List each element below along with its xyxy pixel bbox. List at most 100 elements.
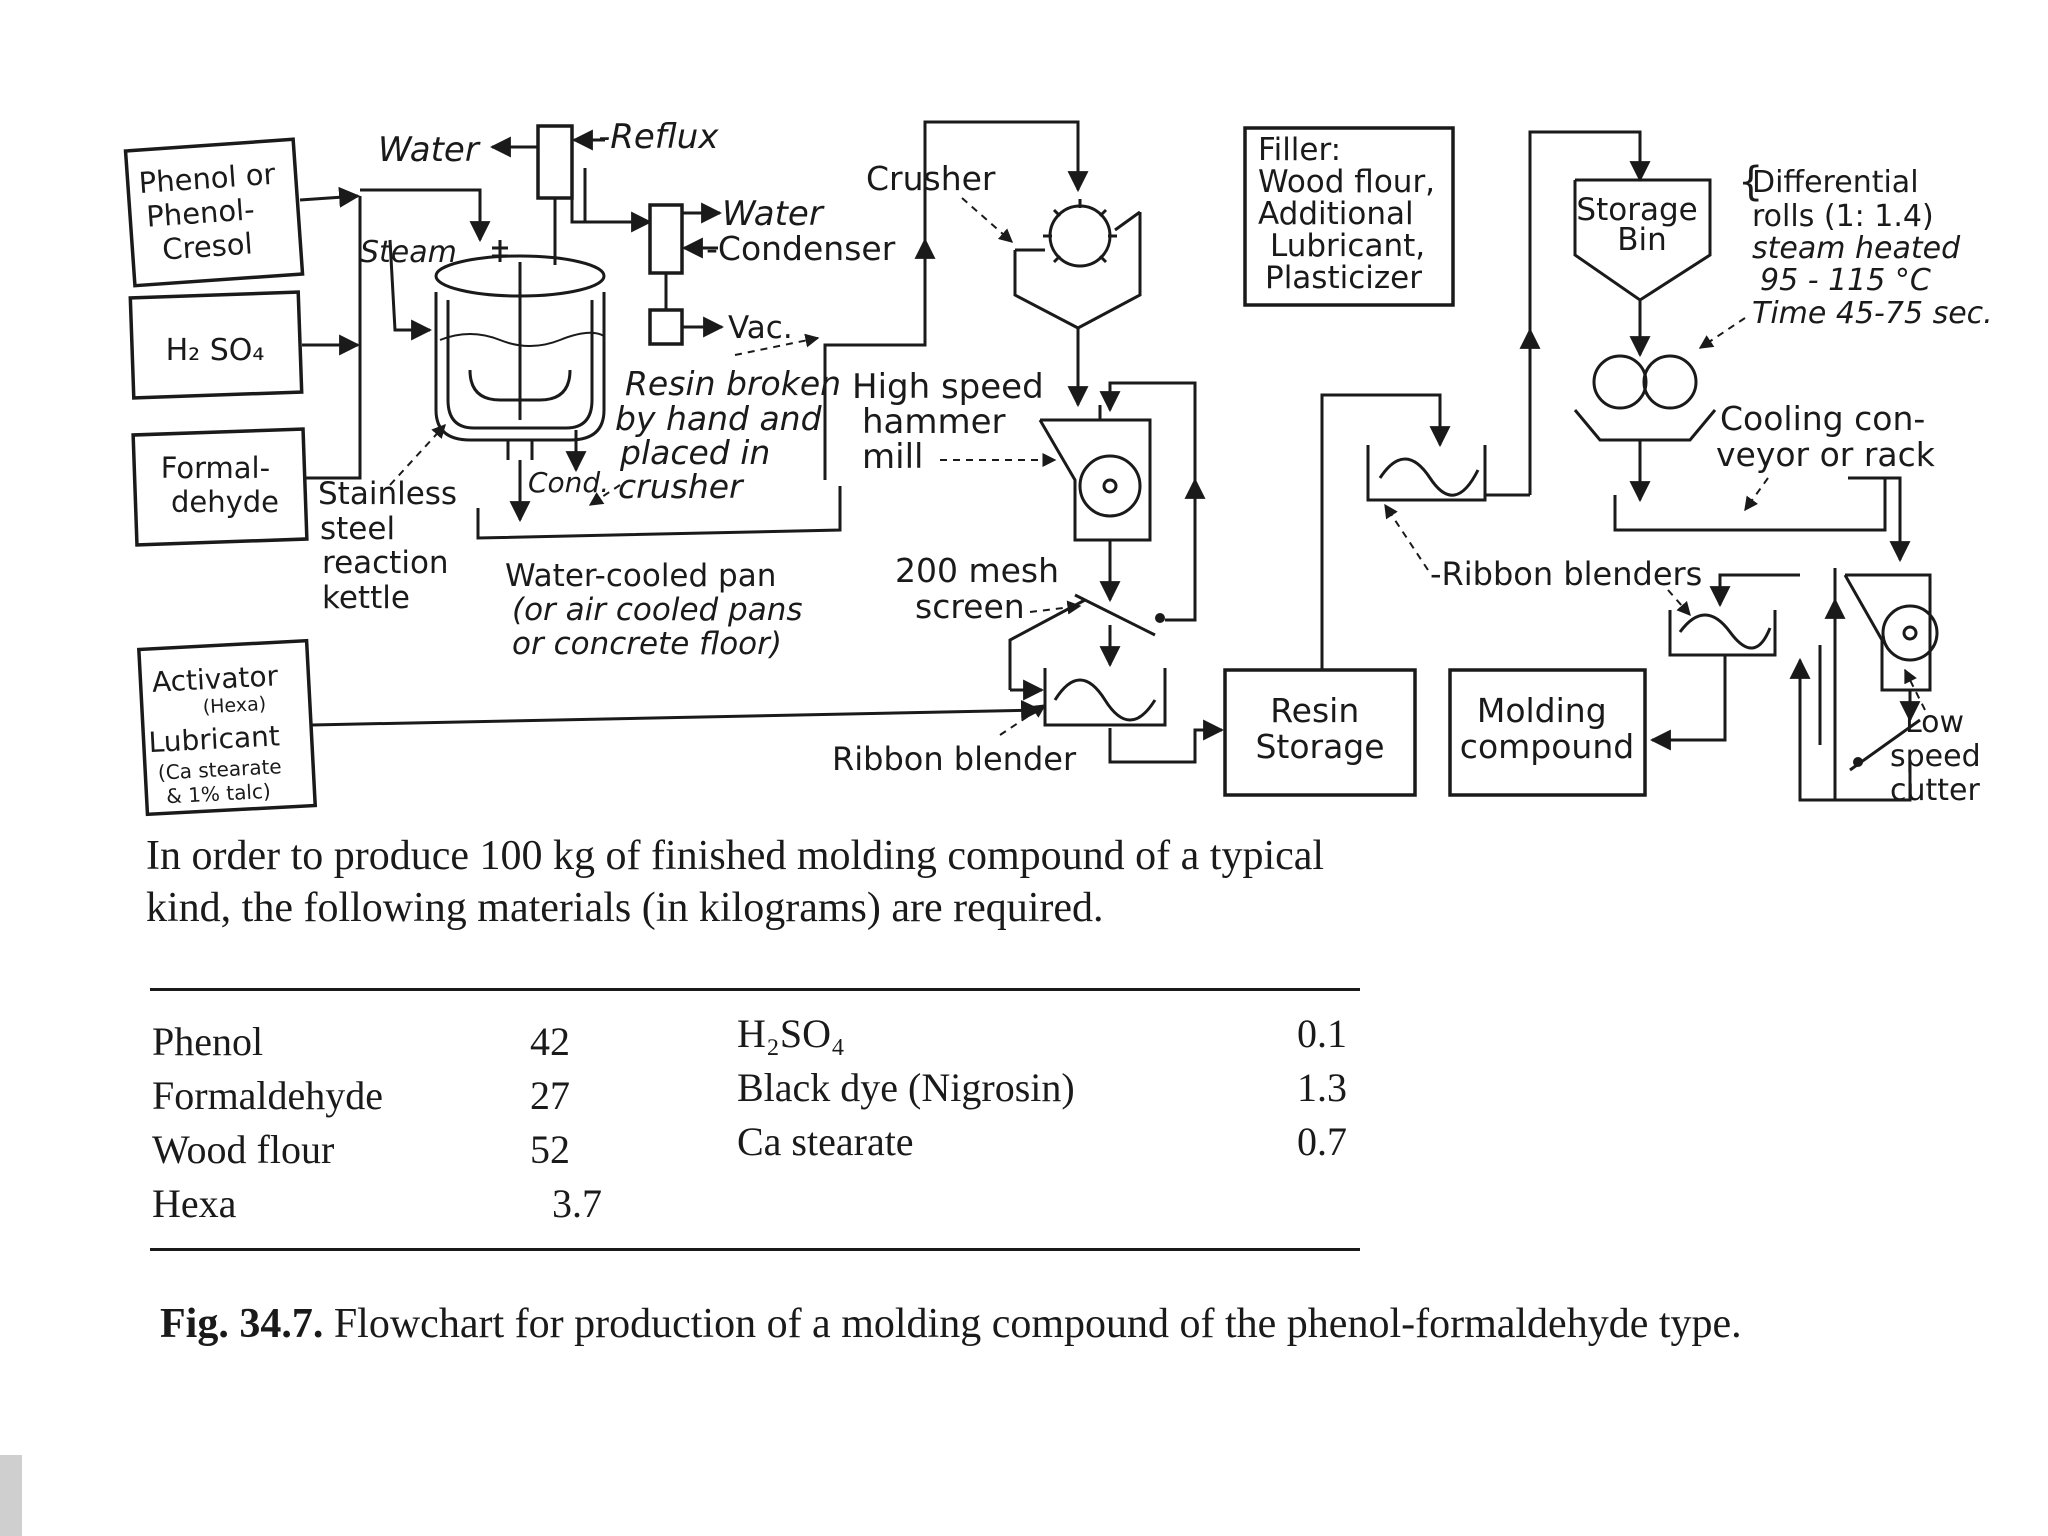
resin-broken-line-1: Resin broken (625, 364, 841, 403)
pan-label: Water-cooled pan (or air cooled pans or … (505, 558, 812, 662)
material-name: Wood flour (152, 1127, 335, 1172)
filler-line-5: Plasticizer (1265, 260, 1422, 296)
kettle-line-1: Stainless (318, 476, 457, 512)
svg-text:Formal- dehyde: Formal- dehyde (161, 451, 280, 519)
material-name: Black dye (Nigrosin) (737, 1065, 1075, 1110)
condenser-water-label: Water (722, 194, 825, 234)
filler-line-2: Wood flour, (1258, 164, 1435, 200)
svg-text:Molding compound: Molding compound (1460, 691, 1634, 766)
resin-broken-note: Resin broken by hand and placed in crush… (615, 364, 852, 506)
rolls-brace: { (1738, 159, 1763, 205)
material-value: 3.7 (552, 1181, 602, 1226)
storage-bin-line-2: Bin (1617, 222, 1667, 258)
molding-compound-line-2: compound (1460, 727, 1634, 766)
filler-line-4: Lubricant, (1270, 228, 1425, 264)
condenser (648, 202, 725, 346)
resin-broken-line-2: by hand and (615, 399, 823, 438)
kettle-line-4: kettle (322, 580, 410, 616)
storage-bin-box: Storage Bin (1573, 178, 1712, 302)
material-value: 1.3 (1297, 1065, 1347, 1110)
material-name: Phenol (152, 1019, 264, 1064)
pan-line-2: (or air cooled pans (512, 592, 803, 628)
pan-to-crusher-line (823, 120, 1089, 480)
rolls-line-4: 95 - 115 °C (1760, 263, 1931, 298)
resin-broken-line-3: placed in (619, 433, 770, 472)
kettle-line-3: reaction (322, 545, 449, 581)
svg-text:Activator (Hexa) L: Activator (Hexa) Lubricant (Ca stearate … (145, 659, 294, 809)
table-bottom-rule (150, 1248, 1360, 1251)
hammer-mill-line-1: High speed (852, 367, 1044, 407)
sulfuric-acid-label: H₂ SO₄ (166, 333, 265, 368)
mesh-line-2: screen (915, 587, 1025, 626)
hammer-mill-line-2: hammer (862, 402, 1006, 442)
formaldehyde-line-2: dehyde (171, 485, 279, 519)
reflux-label: -Reflux (598, 117, 719, 157)
reflux-condenser (489, 124, 653, 265)
kettle-outlet-lines (509, 430, 587, 523)
hammer-mill-label: High speed hammer mill (852, 367, 1054, 477)
resin-storage-line-2: Storage (1255, 727, 1384, 766)
filler-line-3: Additional (1258, 196, 1414, 232)
sulfuric-acid-input-box: H₂ SO₄ (128, 290, 304, 400)
material-value: 42 (530, 1019, 570, 1064)
steam-label: Steam (360, 235, 457, 270)
pan-line-3: or concrete floor) (512, 626, 782, 662)
phenol-input-box: Phenol or Phenol- Cresol (123, 137, 305, 288)
scan-edge (0, 1455, 22, 1536)
figure-caption: Fig. 34.7. Flowchart for production of a… (160, 1300, 2020, 1348)
cooling-line-1: Cooling con- (1720, 399, 1925, 438)
material-name: Formaldehyde (152, 1073, 384, 1118)
activator-input-box: Activator (Hexa) Lubricant (Ca stearate … (136, 638, 318, 817)
svg-text:Storage Bin: Storage Bin (1576, 192, 1707, 258)
intro-paragraph: In order to produce 100 kg of finished m… (146, 833, 1325, 931)
steam-valve-icon (492, 240, 508, 262)
filler-line-1: Filler: (1258, 132, 1341, 168)
cooling-conveyor-icon (1613, 476, 1911, 563)
rolls-line-3: steam heated (1752, 231, 1961, 266)
vac-label: Vac. (728, 310, 793, 346)
phenol-line-2: Phenol- (145, 192, 255, 233)
figure-number: Fig. 34.7. (160, 1301, 324, 1347)
storage-bin-line-1: Storage (1576, 192, 1697, 228)
activator-line-3: Lubricant (148, 719, 281, 759)
granulator-icon (1843, 573, 1939, 692)
mesh-line-1: 200 mesh (895, 551, 1059, 590)
rolls-line-1: Differential (1752, 165, 1919, 200)
cond-label: Cond. (528, 466, 609, 499)
cooling-line-2: veyor or rack (1716, 435, 1936, 474)
formaldehyde-line-1: Formal- (161, 451, 270, 485)
condenser-label: -Condenser (706, 229, 896, 268)
crusher-icon (1013, 199, 1142, 330)
hammer-mill-line-3: mill (862, 437, 923, 477)
activator-line-1: Activator (151, 659, 279, 699)
resin-storage-box: Resin Storage (1223, 668, 1417, 797)
material-value: 52 (530, 1127, 570, 1172)
ribbon-blender-label: Ribbon blender (832, 740, 1077, 778)
resin-storage-line-1: Resin (1270, 691, 1359, 730)
material-value: 27 (530, 1073, 570, 1118)
differential-rolls-icon (1573, 354, 1717, 442)
molding-compound-box: Molding compound (1448, 668, 1647, 797)
filler-box: Filler: Wood flour, Additional Lubricant… (1243, 126, 1455, 307)
cutter-line-1: Low (1905, 705, 1964, 740)
svg-text:Filler: Wood flour,: Filler: Wood flour, Additional Lubricant… (1258, 132, 1445, 296)
ribbon-blenders-label: -Ribbon blenders (1430, 555, 1702, 593)
mesh-screen-label: 200 mesh screen (895, 551, 1070, 626)
svg-text:Resin Storage: Resin Storage (1255, 691, 1384, 766)
kettle-label: Stainless steel reaction kettle (318, 476, 467, 616)
ribbon-blender-middle-icon (1366, 445, 1487, 502)
material-value: 0.1 (1297, 1011, 1347, 1056)
table-top-rule (150, 988, 1360, 991)
material-value: 0.7 (1297, 1119, 1347, 1164)
reaction-kettle-icon (434, 254, 606, 460)
cutter-label: Low speed cutter (1890, 705, 1990, 808)
mesh-screen-icon (1074, 593, 1165, 637)
phenol-line-3: Cresol (161, 226, 253, 266)
rolls-label: Differential rolls (1: 1.4) steam heated… (1752, 165, 1993, 331)
rolls-line-5: Time 45-75 sec. (1752, 296, 1993, 331)
cutter-line-3: cutter (1890, 773, 1980, 808)
water-cooled-pan (476, 486, 842, 540)
resin-broken-line-4: crusher (618, 467, 745, 506)
